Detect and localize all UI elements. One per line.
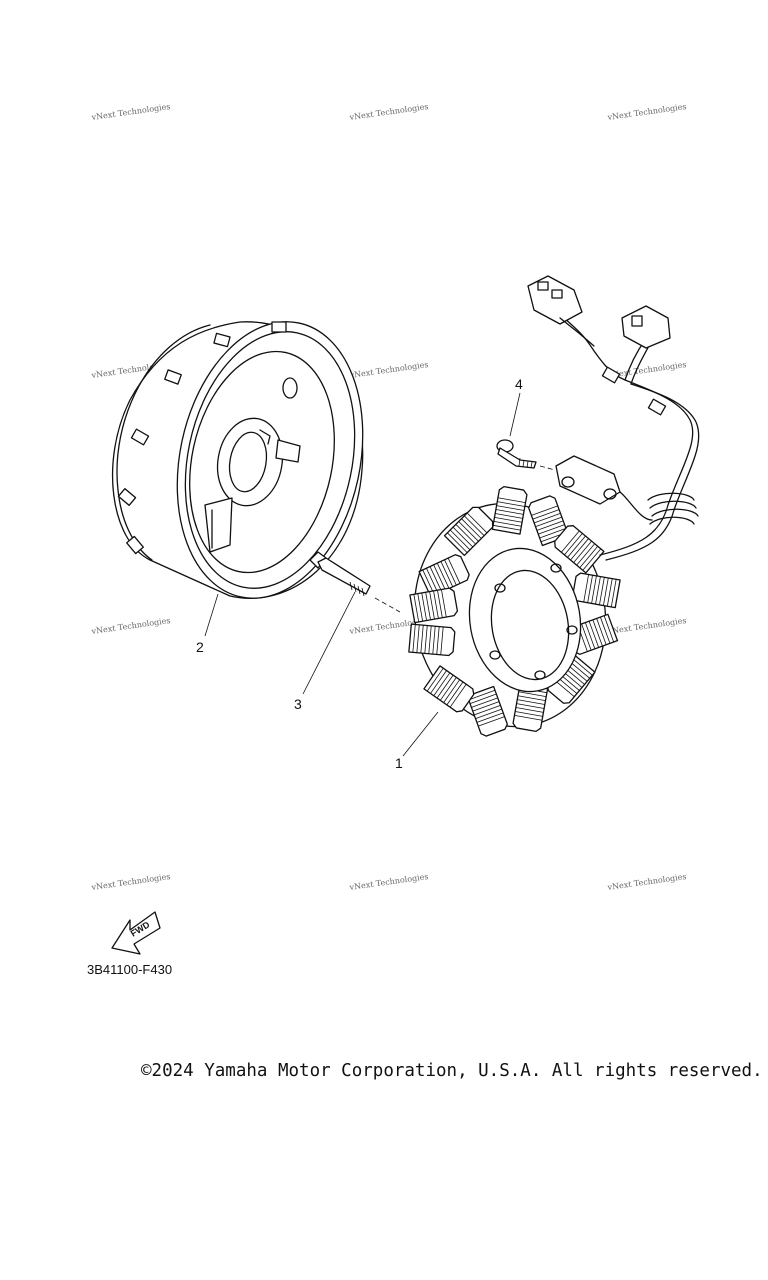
watermark-text: vNext Technologies [90,102,171,122]
watermark-text: vNext Technologies [348,102,429,122]
callout-2[interactable]: 2 [196,639,204,655]
callout-1[interactable]: 1 [395,755,403,771]
watermark-text: vNext Technologies [348,360,429,380]
watermark-text: vNext Technologies [606,872,687,892]
watermark: vNext Technologies [348,360,429,380]
watermark: vNext Technologies [348,872,429,892]
diagram-code: 3B41100-F430 [87,962,172,977]
leader-line-1 [402,711,439,757]
watermark: vNext Technologies [90,616,171,636]
leader-line-4 [509,392,521,437]
watermark-text: vNext Technologies [606,616,687,636]
watermark-text: vNext Technologies [90,616,171,636]
watermark: vNext Technologies [90,102,171,122]
fwd-arrow-icon: FWD [111,911,161,955]
callout-4[interactable]: 4 [515,376,523,392]
rotor-drawing [112,321,364,599]
watermark-text: vNext Technologies [90,872,171,892]
copyright-notice: ©2024 Yamaha Motor Corporation, U.S.A. A… [141,1061,763,1081]
screw-drawing [496,439,556,471]
bolt-drawing [309,551,401,613]
watermark: vNext Technologies [348,102,429,122]
leader-line-2 [204,593,219,637]
watermark: vNext Technologies [606,872,687,892]
stator-drawing [408,275,700,739]
watermark: vNext Technologies [606,102,687,122]
watermark: vNext Technologies [606,616,687,636]
leader-line-3 [302,591,356,695]
callout-3[interactable]: 3 [294,696,302,712]
watermark-text: vNext Technologies [606,102,687,122]
leader-lines [204,392,521,757]
watermark-text: vNext Technologies [348,872,429,892]
watermark: vNext Technologies [90,872,171,892]
